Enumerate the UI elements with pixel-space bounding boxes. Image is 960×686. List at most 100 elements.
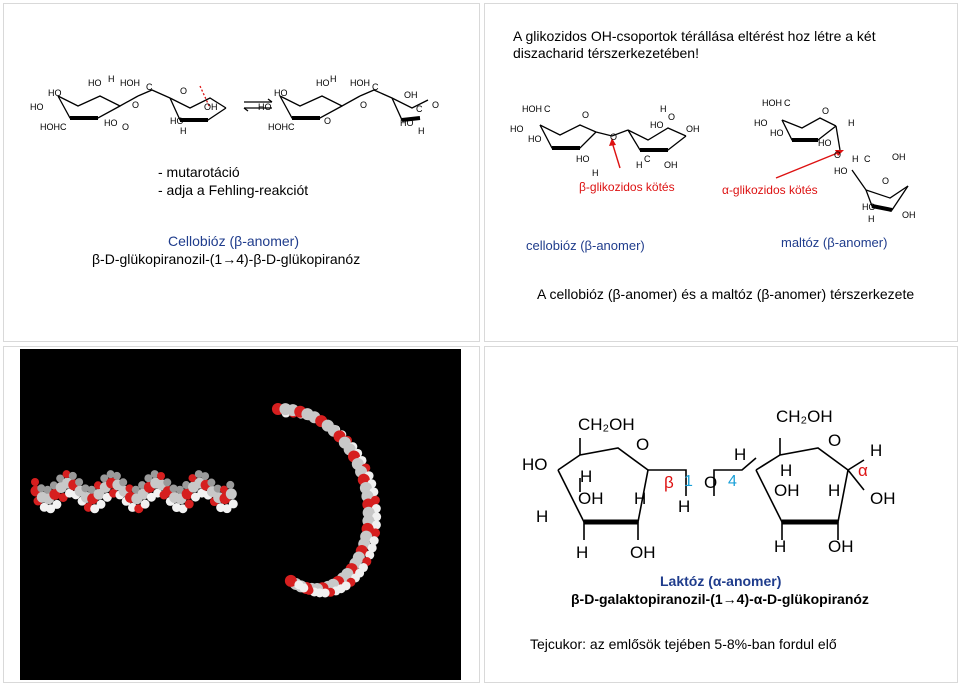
svg-text:HO: HO: [754, 118, 768, 128]
svg-text:HO: HO: [818, 138, 832, 148]
svg-text:HOH: HOH: [40, 122, 60, 132]
svg-text:H: H: [636, 160, 643, 170]
svg-text:HO: HO: [104, 118, 118, 128]
svg-text:H: H: [580, 467, 592, 486]
svg-text:H: H: [848, 118, 855, 128]
atom: [372, 512, 382, 522]
svg-text:OH: OH: [664, 160, 678, 170]
svg-text:HO: HO: [48, 88, 62, 98]
atom: [225, 488, 237, 500]
panel-top-left: [3, 3, 480, 342]
atom: [134, 504, 144, 514]
svg-text:H: H: [418, 126, 425, 136]
svg-text:C: C: [288, 122, 295, 132]
svg-text:1: 1: [684, 473, 693, 490]
atom: [188, 474, 197, 483]
svg-text:HO: HO: [88, 78, 102, 88]
atom: [106, 470, 115, 479]
cellobiose-formula: β-D-glükopiranozil-(1→4)-β-D-glükopiranó…: [92, 251, 361, 267]
atom: [184, 499, 194, 509]
atom: [163, 478, 172, 487]
beta-bond-label: β-glikozidos kötés: [579, 180, 675, 194]
svg-text:H: H: [870, 441, 882, 460]
svg-text:HO: HO: [30, 102, 44, 112]
bullet-mutarotation: - mutarotáció: [158, 164, 240, 180]
heading-line-1: A glikozidos OH-csoportok térállása elté…: [513, 28, 876, 44]
svg-text:O: O: [828, 431, 841, 450]
svg-text:O: O: [610, 132, 617, 142]
atom: [222, 504, 232, 514]
atom: [169, 484, 178, 493]
atom: [178, 504, 188, 514]
atom: [52, 499, 62, 509]
svg-text:C: C: [372, 82, 379, 92]
svg-text:HO: HO: [522, 455, 548, 474]
atom: [371, 520, 381, 530]
atom: [31, 478, 39, 486]
svg-text:O: O: [324, 116, 331, 126]
svg-text:H: H: [828, 481, 840, 500]
svg-text:OH: OH: [404, 90, 418, 100]
heading-line-2: diszacharid térszerkezetében!: [513, 45, 699, 61]
svg-text:O: O: [360, 100, 367, 110]
svg-text:OH: OH: [630, 543, 656, 562]
lactose-title: Laktóz (α-anomer): [660, 573, 782, 589]
svg-text:O: O: [704, 473, 717, 492]
svg-text:HO: HO: [528, 134, 542, 144]
svg-text:HO: HO: [576, 154, 590, 164]
svg-text:H: H: [868, 214, 875, 224]
svg-text:H: H: [660, 104, 667, 114]
atom: [49, 488, 61, 500]
svg-text:HOH: HOH: [522, 104, 542, 114]
svg-text:HO: HO: [862, 202, 876, 212]
svg-text:CH₂OH: CH₂OH: [776, 407, 833, 426]
svg-text:OH: OH: [828, 537, 854, 556]
svg-text:OH: OH: [686, 124, 700, 134]
svg-text:H: H: [536, 507, 548, 526]
alpha-bond-label: α-glikozidos kötés: [722, 183, 818, 197]
svg-text:O: O: [122, 122, 129, 132]
svg-text:C: C: [784, 98, 791, 108]
svg-text:H: H: [576, 543, 588, 562]
svg-text:OH: OH: [578, 489, 604, 508]
svg-text:4: 4: [728, 473, 737, 490]
bullet-fehling: - adja a Fehling-reakciót: [158, 182, 309, 198]
atom: [371, 528, 381, 538]
svg-text:H: H: [330, 74, 337, 84]
atom: [294, 580, 304, 590]
svg-text:H: H: [108, 74, 115, 84]
atom: [175, 485, 184, 494]
cellobiose-label: cellobióz (β-anomer): [526, 238, 645, 253]
svg-text:H: H: [180, 126, 187, 136]
svg-text:OH: OH: [774, 481, 800, 500]
atom: [100, 474, 109, 483]
svg-text:C: C: [416, 104, 423, 114]
atom: [112, 471, 121, 480]
svg-text:H: H: [774, 537, 786, 556]
svg-text:HO: HO: [510, 124, 524, 134]
atom: [207, 478, 216, 487]
lactose-formula: β-D-galaktopiranozil-(1→4)-α-D-glükopira…: [571, 591, 869, 607]
atom: [194, 470, 203, 479]
atom: [46, 504, 56, 514]
atom: [87, 485, 96, 494]
svg-text:C: C: [644, 154, 651, 164]
atom: [284, 574, 297, 587]
svg-text:OH: OH: [204, 102, 218, 112]
atom: [201, 472, 210, 481]
panel-bottom-right: [484, 346, 958, 683]
svg-text:O: O: [668, 112, 675, 122]
panel-top-right: [484, 3, 958, 342]
svg-text:C: C: [146, 82, 153, 92]
svg-text:H: H: [634, 489, 646, 508]
atom: [220, 485, 228, 494]
svg-text:OH: OH: [902, 210, 916, 220]
svg-text:HO: HO: [258, 102, 272, 112]
atom: [213, 484, 222, 493]
svg-text:HOH: HOH: [268, 122, 288, 132]
svg-text:HO: HO: [770, 128, 784, 138]
atom: [43, 485, 52, 494]
svg-text:HOH: HOH: [350, 78, 370, 88]
